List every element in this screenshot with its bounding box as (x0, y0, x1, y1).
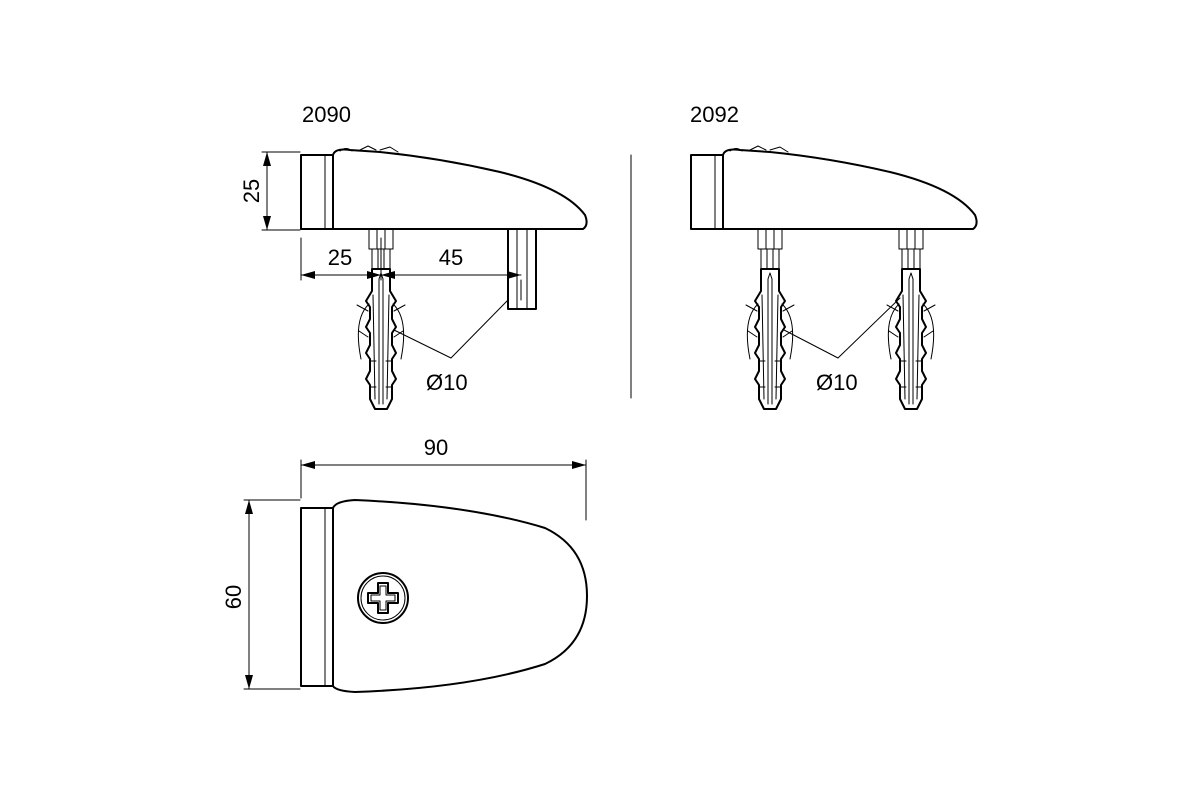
diameter-label-2090: Ø10 (426, 370, 468, 395)
screw-head (357, 572, 409, 624)
model-label-2092: 2092 (690, 102, 739, 127)
dimension-spacing-label: 45 (439, 245, 463, 270)
dimension-offsets-2090 (300, 237, 522, 301)
wall-plug-2092-right (886, 248, 936, 410)
wall-plug-2092-left (745, 248, 795, 410)
dimension-height-2090 (261, 151, 301, 231)
diameter-leader-2092 (783, 297, 901, 359)
dimension-width-label: 60 (221, 585, 246, 609)
model-label-2090: 2090 (302, 102, 351, 127)
stopper-side-view-2092 (690, 145, 978, 250)
dimension-width (243, 499, 301, 690)
stopper-top-view (300, 499, 588, 693)
dimension-offset-label: 25 (328, 245, 352, 270)
diameter-leader-2090 (393, 299, 509, 359)
dimension-height-label: 25 (239, 179, 264, 203)
dimension-length-label: 90 (424, 435, 448, 460)
diameter-label-2092: Ø10 (816, 370, 858, 395)
stopper-side-view-2090 (300, 145, 588, 310)
dimension-length (300, 459, 587, 521)
